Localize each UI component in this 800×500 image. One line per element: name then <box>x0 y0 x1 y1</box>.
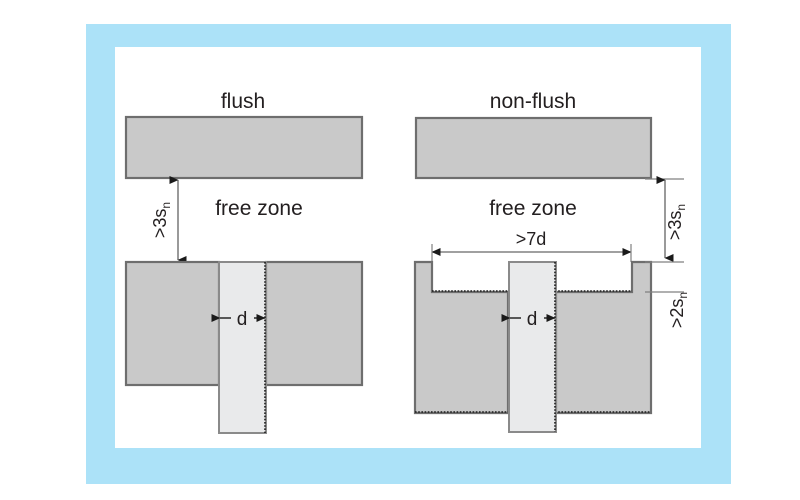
flush-diagram: flush free zone >3sn d <box>124 90 364 434</box>
flush-diameter-label: d <box>237 309 248 330</box>
flush-clearance-label: >3sn <box>150 202 173 238</box>
svg-text:>3sn: >3sn <box>150 202 173 238</box>
non-flush-title: non-flush <box>490 90 576 113</box>
flush-free-zone-label: free zone <box>215 197 303 220</box>
non-flush-target-plate <box>414 116 653 180</box>
flush-mount-block-right <box>264 260 364 387</box>
non-flush-sensor-body <box>508 261 557 433</box>
flush-sensor-body <box>218 261 267 434</box>
flush-clearance-prefix: >3s <box>150 209 170 239</box>
flush-title: flush <box>221 90 265 113</box>
svg-text:>3sn: >3sn <box>665 204 688 240</box>
non-flush-width-label: >7d <box>516 229 547 249</box>
non-flush-recess-prefix: >2s <box>667 299 687 329</box>
svg-text:>2sn: >2sn <box>667 292 690 328</box>
non-flush-recess-label: >2sn <box>667 292 690 328</box>
non-flush-clearance-label: >3sn <box>665 204 688 240</box>
non-flush-clearance-prefix: >3s <box>665 211 685 241</box>
flush-clearance-subscript: n <box>159 202 173 209</box>
flush-target-plate <box>124 115 364 180</box>
flush-mount-block-left <box>124 260 221 387</box>
non-flush-clearance-subscript: n <box>674 204 688 211</box>
non-flush-diameter-label: d <box>527 309 538 330</box>
non-flush-diagram: non-flush free zone >7d d >3sn <box>413 90 690 433</box>
non-flush-recess-subscript: n <box>676 292 690 299</box>
non-flush-free-zone-label: free zone <box>489 197 577 220</box>
